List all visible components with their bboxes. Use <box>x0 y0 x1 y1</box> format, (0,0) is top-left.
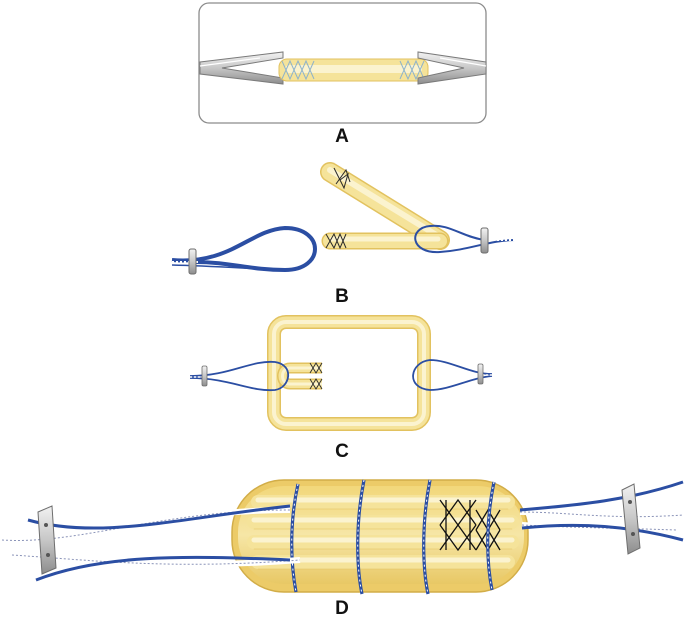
right-cortical-button-d <box>621 483 641 555</box>
panel-b: B <box>171 162 516 307</box>
right-cortical-button <box>480 227 489 254</box>
panel-d: D <box>1 479 684 618</box>
panel-label-c: C <box>335 441 349 462</box>
left-clamp <box>199 51 284 85</box>
panel-label-b: B <box>335 286 349 307</box>
left-cortical-button-d <box>37 505 57 575</box>
right-clamp <box>417 51 487 85</box>
whipstitch-left <box>281 59 315 81</box>
quadrupled-graft-loop <box>267 315 431 431</box>
circumferential-suture-highlights <box>291 479 495 595</box>
graft-bundle <box>231 479 529 593</box>
whipstitch-d <box>439 498 501 552</box>
left-suture-loop <box>171 225 317 273</box>
right-suture-c <box>412 359 493 391</box>
right-cortical-button-c <box>477 363 484 385</box>
panel-c: C <box>189 315 493 462</box>
single-tendon-graft <box>278 58 429 82</box>
right-suture-d <box>519 480 684 542</box>
panel-a: A <box>198 2 487 147</box>
whipstitch-b-lower <box>325 232 347 250</box>
left-cortical-button-c <box>201 365 208 387</box>
panel-label-a: A <box>335 126 349 147</box>
panel-label-d: D <box>335 598 349 618</box>
whipstitch-c <box>309 362 323 390</box>
left-cortical-button <box>188 248 197 275</box>
whipstitch-right <box>399 59 425 81</box>
whipstitch-b-upper <box>333 167 351 190</box>
folded-graft <box>320 162 450 250</box>
